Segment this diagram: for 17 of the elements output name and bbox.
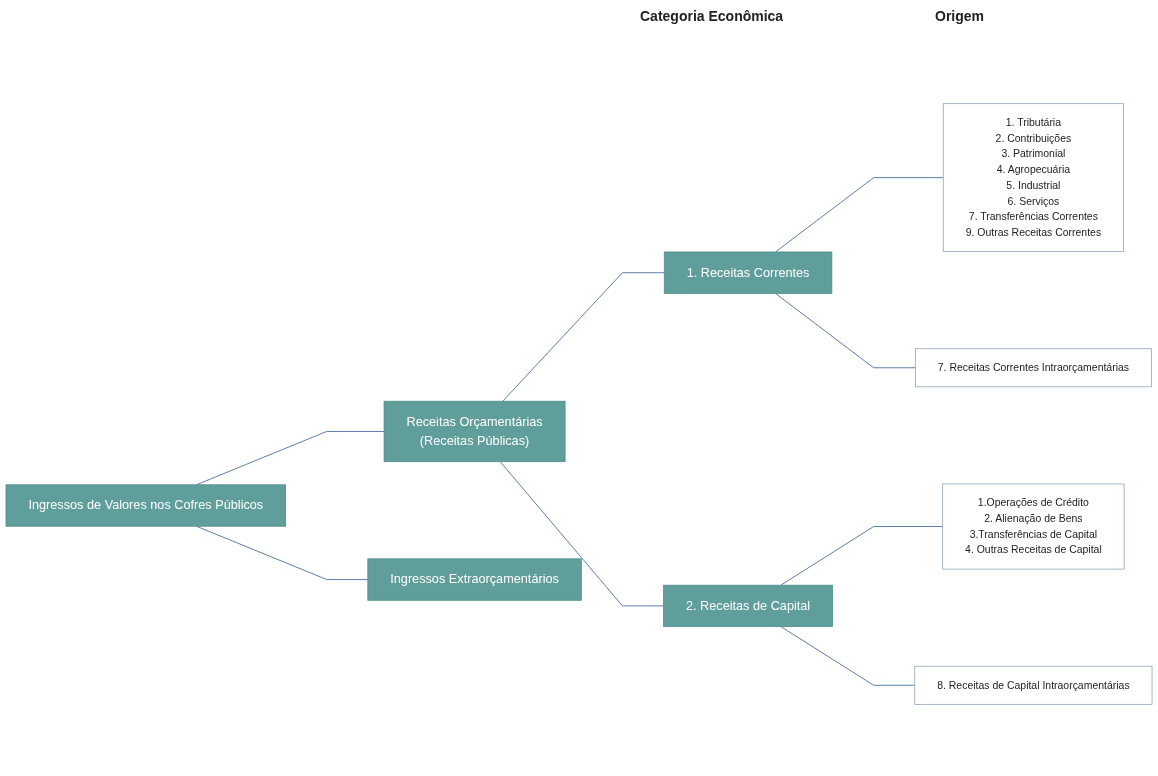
node-box: 7. Receitas Correntes Intraorçamentárias [915, 348, 1152, 388]
connector [774, 177, 944, 253]
connector [780, 626, 916, 686]
node-box: Ingressos de Valores nos Cofres Públicos [5, 484, 286, 527]
node-box: 1.Operações de Crédito 2. Alienação de Bens 3.Transferências de Capital 4. Outras Receitas de Capital [942, 483, 1125, 570]
column-heading: Categoria Econômica [640, 8, 784, 24]
connector [499, 461, 664, 607]
node-box: 1. Tributária 2. Contribuições 3. Patrimonial 4. Agropecuária 5. Industrial 6. Serviços 7. Transferências Correntes 9. Outras Receitas Correntes [942, 103, 1124, 252]
node-box: Receitas Orçamentárias (Receitas Públicas) [383, 400, 566, 463]
node-box: Ingressos Extraorçamentários [367, 558, 582, 601]
node-box: 8. Receitas de Capital Intraorçamentárias [914, 665, 1153, 705]
connector [774, 292, 916, 369]
node-box: 2. Receitas de Capital [663, 584, 833, 627]
column-heading: Origem [935, 8, 984, 24]
connector [502, 272, 665, 402]
node-box: 1. Receitas Correntes [663, 251, 833, 294]
connector [780, 526, 944, 586]
